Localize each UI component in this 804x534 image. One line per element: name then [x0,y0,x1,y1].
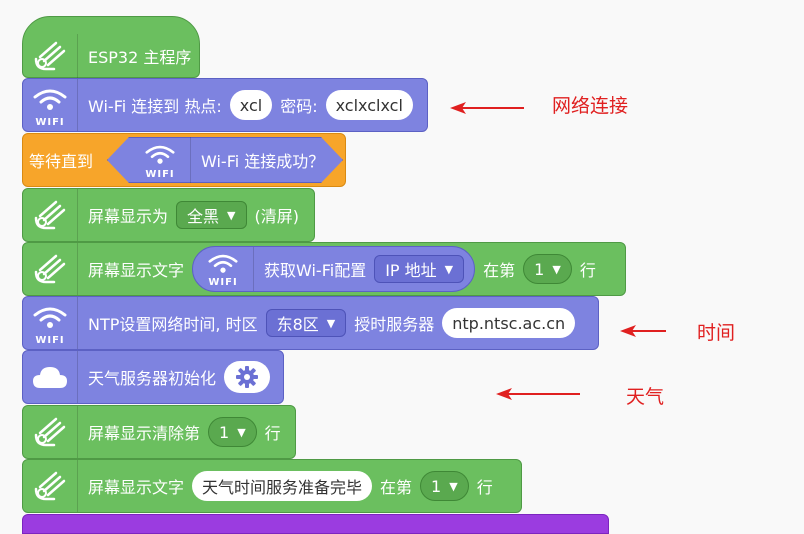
next-block-partial[interactable] [22,514,609,534]
ntp-server-input[interactable]: ntp.ntsc.ac.cn [442,308,576,338]
ntp-label: NTP设置网络时间, 时区 [88,315,258,334]
weather-init-block[interactable]: 天气服务器初始化 [22,350,284,404]
hand-icon [23,243,78,295]
timezone-dropdown[interactable]: 东8区 ▼ [265,309,347,337]
row-at-label: 在第 [483,261,516,280]
row-dropdown-2[interactable]: 1▼ [420,471,469,501]
screen-text-block[interactable]: 屏幕显示文字 WIFI 获取Wi-Fi配置 IP 地址▼ 在第 1▼ 行 [22,242,626,296]
wifi-connected-condition[interactable]: WIFI Wi-Fi 连接成功？ [107,137,343,183]
screen-text-label: 屏幕显示文字 [88,261,185,280]
row-suffix-label-2: 行 [476,478,493,497]
wifi-icon-text: WIFI [35,335,65,346]
screen-text-input[interactable]: 天气时间服务准备完毕 [192,471,373,501]
screen-fill-block[interactable]: 屏幕显示为 全黑 ▼ (清屏) [22,188,315,242]
get-wifi-config-label: 获取Wi-Fi配置 [264,261,367,280]
wifi-icon: WIFI [23,297,78,349]
gear-icon[interactable] [224,361,271,393]
chevron-down-icon: ▼ [237,425,246,439]
wifi-icon: WIFI [23,79,78,131]
timezone-value: 东8区 [276,315,319,334]
main-program-block[interactable]: ESP32 主程序 [22,16,200,78]
wifi-icon-text: WIFI [35,117,65,128]
screen-text-block-2[interactable]: 屏幕显示文字 天气时间服务准备完毕 在第 1▼ 行 [22,459,522,513]
chevron-down-icon: ▼ [444,262,454,276]
ntp-server-label: 授时服务器 [354,315,435,334]
wifi-icon: WIFI [193,247,255,291]
fill-color-dropdown[interactable]: 全黑 ▼ [176,201,247,229]
row-value: 1 [534,259,545,279]
hand-icon [23,189,78,241]
wifi-connect-block[interactable]: WIFI Wi-Fi 连接到 热点: xcl 密码: xclxclxcl [22,78,428,132]
wait-until-block[interactable]: 等待直到 WIFI Wi-Fi 连接成功？ [22,133,346,187]
time-annotation: 时间 [697,322,736,344]
chevron-down-icon: ▼ [552,262,561,276]
weather-arrow-icon [496,388,580,400]
fill-color-value: 全黑 [187,207,220,226]
row-at-label-2: 在第 [380,478,413,497]
weather-annotation: 天气 [626,386,665,408]
row-dropdown[interactable]: 1▼ [523,254,572,284]
hand-icon [23,406,78,458]
clear-screen-note: (清屏) [254,207,300,226]
hand-icon [23,34,78,78]
clear-row-block[interactable]: 屏幕显示清除第 1▼ 行 [22,405,296,459]
wifi-icon-text: WIFI [208,277,238,288]
clear-row-label: 屏幕显示清除第 [88,424,201,443]
clear-row-value: 1 [219,422,230,442]
ntp-block[interactable]: WIFI NTP设置网络时间, 时区 东8区 ▼ 授时服务器 ntp.ntsc.a… [22,296,599,350]
wifi-connected-label: Wi-Fi 连接成功？ [201,152,325,171]
weather-init-label: 天气服务器初始化 [88,369,217,388]
password-input[interactable]: xclxclxcl [325,90,413,120]
clear-row-dropdown[interactable]: 1▼ [208,417,257,447]
row-suffix-label: 行 [579,261,596,280]
screen-fill-label: 屏幕显示为 [88,207,169,226]
wifi-config-value: IP 地址 [385,261,437,280]
network-annotation: 网络连接 [552,95,629,117]
get-wifi-config-reporter[interactable]: WIFI 获取Wi-Fi配置 IP 地址 ▼ [192,246,476,292]
clear-row-suffix: 行 [264,424,281,443]
main-program-label: ESP32 主程序 [88,48,192,67]
wifi-icon: WIFI [130,137,191,183]
screen-text-label-2: 屏幕显示文字 [88,478,185,497]
row-value-2: 1 [431,476,442,496]
hand-icon [23,460,78,512]
wifi-icon-text: WIFI [145,169,175,180]
wifi-connect-label: Wi-Fi 连接到 热点: [88,97,222,116]
wifi-config-dropdown[interactable]: IP 地址 ▼ [374,255,465,283]
chevron-down-icon: ▼ [326,316,336,330]
time-arrow-icon [620,325,666,337]
cloud-icon [23,351,78,403]
wait-until-label: 等待直到 [29,152,94,171]
chevron-down-icon: ▼ [449,479,458,493]
ssid-input[interactable]: xcl [229,90,273,120]
password-label: 密码: [280,97,318,116]
network-arrow-icon [450,102,524,114]
chevron-down-icon: ▼ [227,208,236,222]
